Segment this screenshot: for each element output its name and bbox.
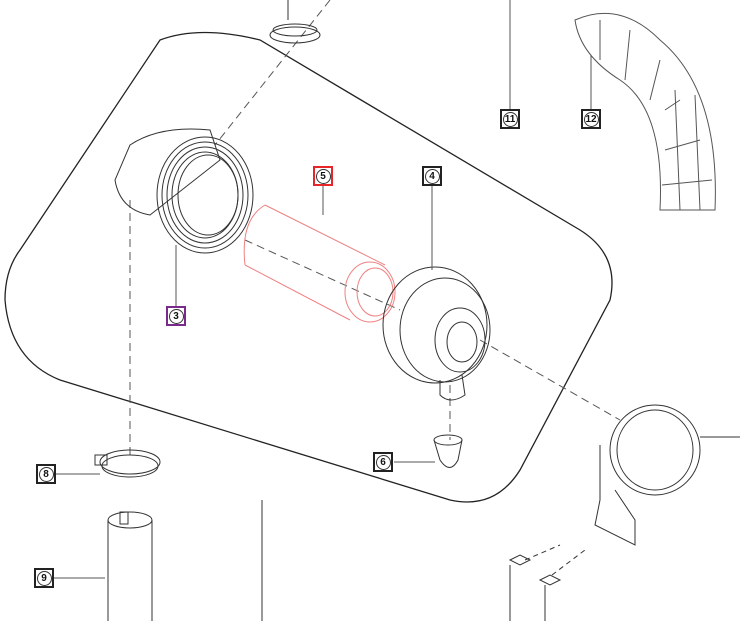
callout-6[interactable]: 6 [373, 452, 393, 472]
callout-number: 12 [583, 111, 599, 127]
filter-element [243, 204, 396, 323]
mounting-band [594, 404, 740, 546]
assembly-outline [4, 31, 613, 503]
hose [107, 511, 153, 621]
callout-number: 6 [375, 454, 391, 470]
callout-number: 4 [424, 168, 440, 184]
callout-9[interactable]: 9 [34, 568, 54, 588]
callout-4[interactable]: 4 [422, 166, 442, 186]
callout-3[interactable]: 3 [166, 306, 186, 326]
top-clamp [269, 0, 321, 44]
bolts [508, 544, 586, 621]
callout-5[interactable]: 5 [313, 166, 333, 186]
callout-8[interactable]: 8 [36, 464, 56, 484]
callout-12[interactable]: 12 [581, 109, 601, 129]
callout-number: 11 [502, 111, 518, 127]
callout-number: 9 [36, 570, 52, 586]
callout-number: 5 [315, 168, 331, 184]
callout-number: 8 [38, 466, 54, 482]
intake-hood [114, 128, 254, 254]
callout-number: 3 [168, 308, 184, 324]
elbow-hose [574, 12, 716, 211]
dust-valve [433, 434, 463, 468]
filter-housing [382, 266, 491, 401]
hose-clamp [94, 449, 161, 478]
callout-11[interactable]: 11 [500, 109, 520, 129]
